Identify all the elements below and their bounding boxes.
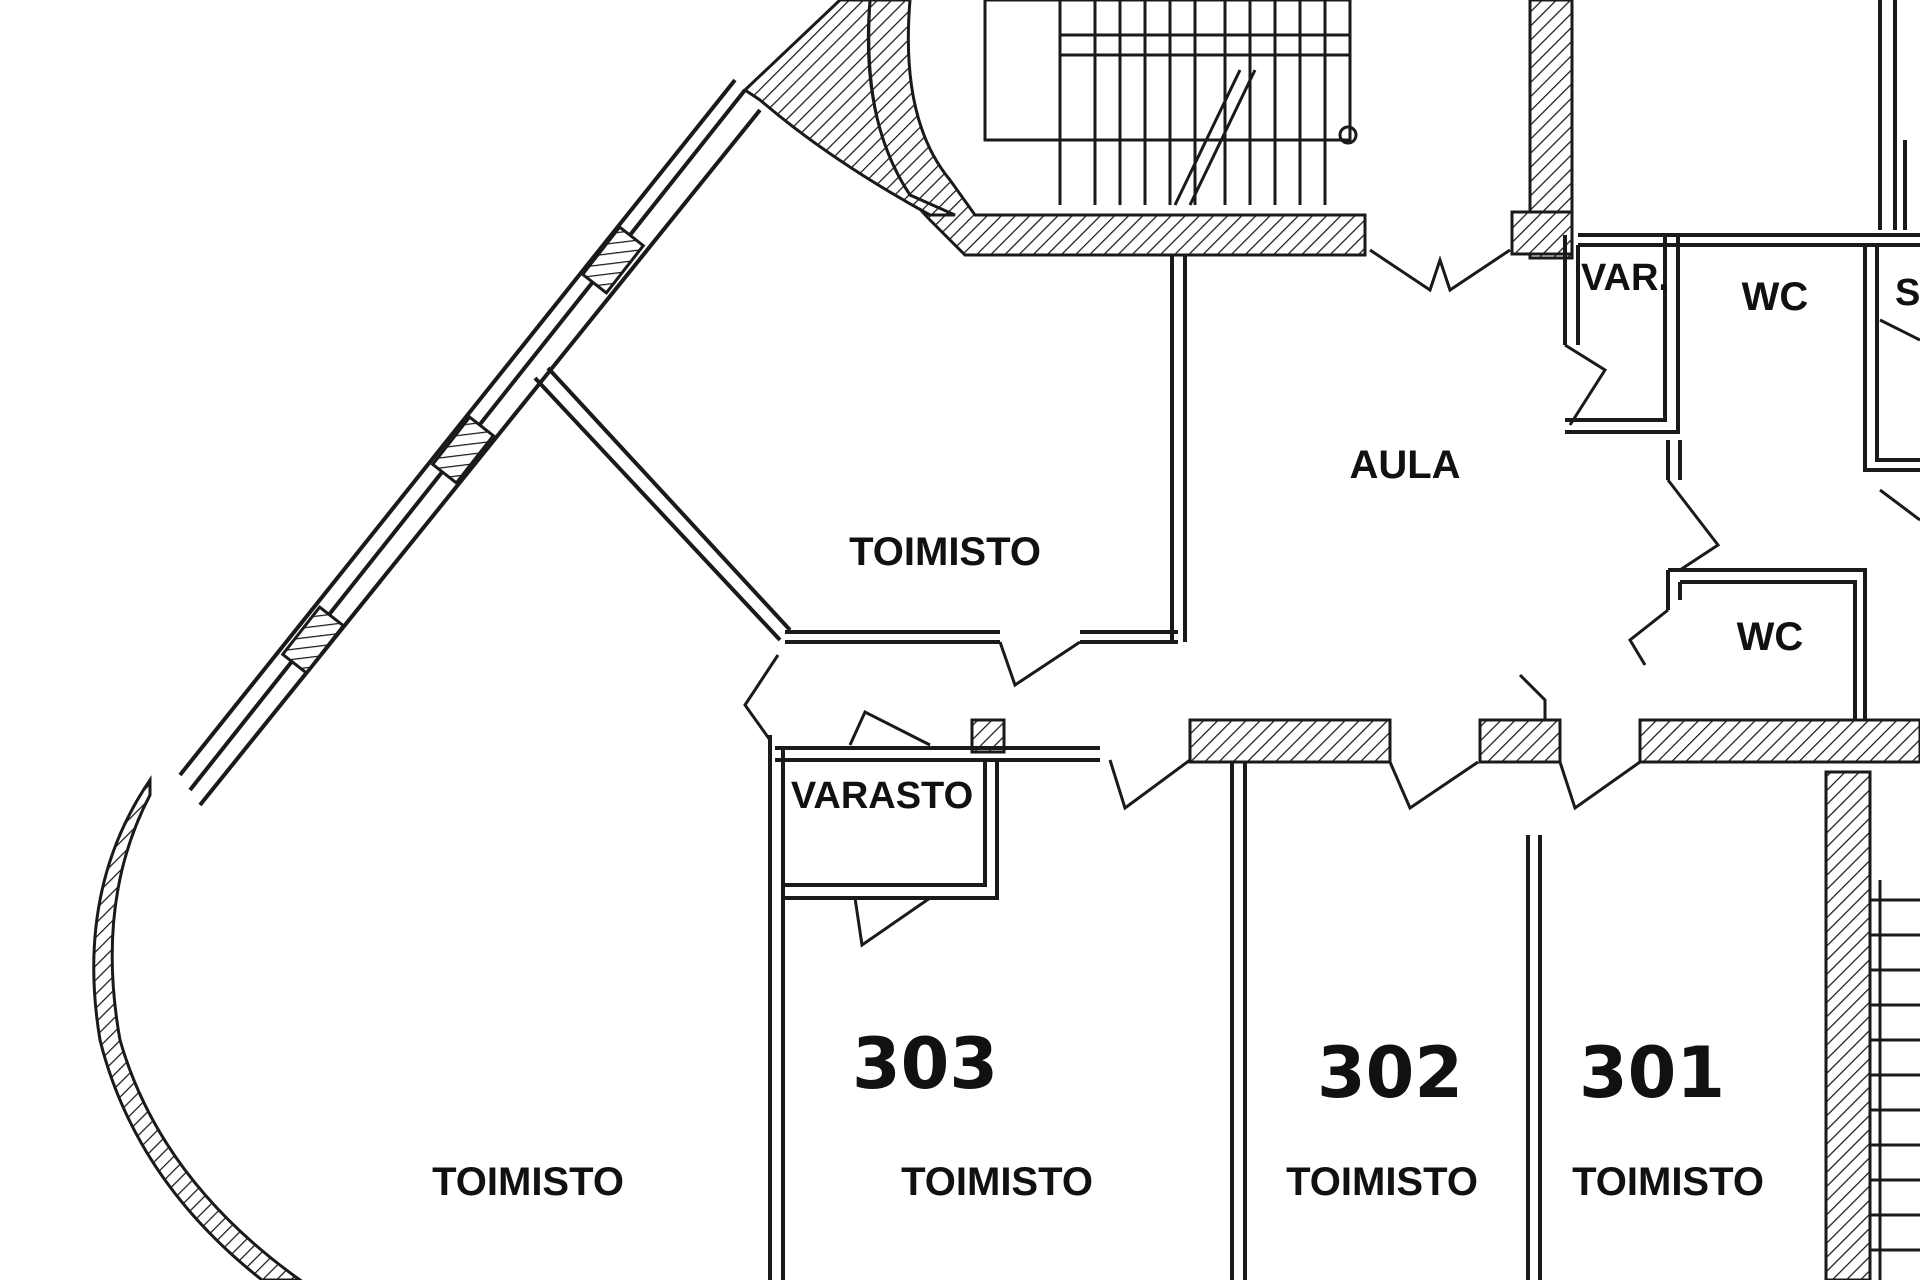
right-wall-hatch [1824, 770, 1872, 1280]
room-number-302: 302 [1317, 1032, 1463, 1114]
label-toimisto-303: TOIMISTO [901, 1160, 1093, 1204]
wall-stub-aula [1510, 210, 1574, 256]
label-s-partial: S [1895, 272, 1920, 314]
corridor-wall-segment-2 [1478, 718, 1562, 764]
stairwell-upper [742, 0, 1574, 260]
room-number-303: 303 [852, 1023, 998, 1105]
door-left-office [743, 654, 780, 741]
corridor-wall-segment-3 [1638, 718, 1920, 764]
door-303 [1108, 758, 1191, 811]
label-wc-upper: WC [1742, 275, 1809, 319]
label-toimisto-left: TOIMISTO [432, 1160, 624, 1204]
label-toimisto-302: TOIMISTO [1286, 1160, 1478, 1204]
label-aula: AULA [1349, 443, 1460, 487]
room-labels: TOIMISTO AULA VAR. WC S WC VARASTO TOIMI… [432, 257, 1920, 1204]
door-302 [1388, 760, 1479, 811]
room-number-301: 301 [1579, 1032, 1725, 1114]
door-varasto-bottom [853, 896, 931, 948]
door-corridor-small [1518, 673, 1547, 720]
door-aula-top [1369, 248, 1511, 293]
door-wc-upper [1666, 479, 1721, 572]
label-wc-lower: WC [1737, 615, 1804, 659]
door-s-lower [1879, 488, 1920, 522]
stair-treads [983, 0, 1358, 206]
interior-walls [533, 0, 1920, 1280]
facade-curved [92, 78, 762, 1280]
label-toimisto-301: TOIMISTO [1572, 1160, 1764, 1204]
label-toimisto-upper: TOIMISTO [849, 530, 1041, 574]
door-wc-lower [1628, 608, 1669, 666]
door-301 [1558, 760, 1641, 811]
door-toimisto-upper [998, 640, 1081, 688]
label-varasto: VARASTO [791, 775, 973, 817]
corridor-wall-segment-1 [1188, 718, 1392, 764]
door-s [1879, 318, 1920, 342]
label-var: VAR. [1581, 257, 1669, 299]
stair-wall-curved [867, 0, 1367, 257]
door-varasto-top [848, 709, 931, 747]
door-swings [743, 248, 1920, 948]
door-var [1564, 343, 1608, 426]
corner-wall-upper-left [742, 0, 956, 217]
